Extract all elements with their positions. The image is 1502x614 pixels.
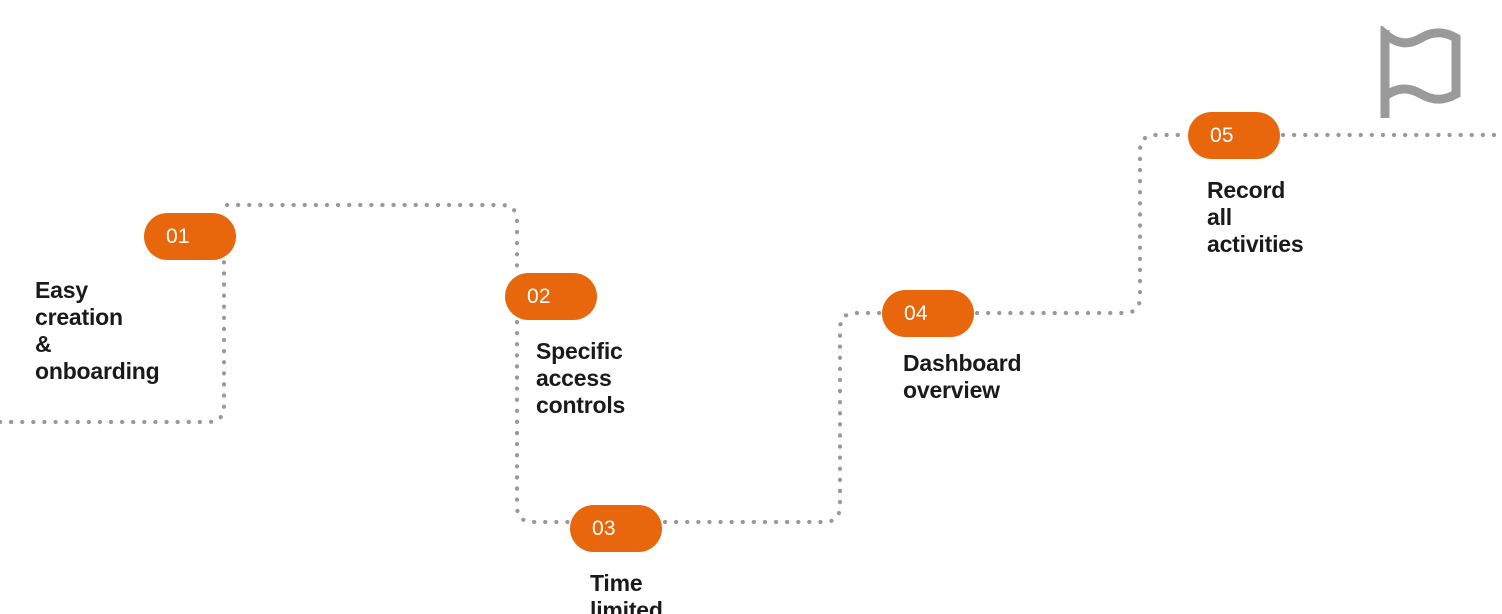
connector-segment-01-02	[224, 202, 520, 275]
step-label-04: Dashboard overview	[903, 350, 1022, 403]
step-label-03: Time limited access	[590, 570, 663, 614]
step-label-01: Easy creation & onboarding	[35, 277, 160, 384]
step-label-05: Record all activities	[1207, 177, 1304, 257]
step-badge-03[interactable]: 03	[570, 505, 662, 552]
connector-segment-03-04	[662, 310, 883, 525]
step-badge-04[interactable]: 04	[882, 290, 974, 337]
step-label-02: Specific access controls	[536, 338, 626, 418]
connector-segment-start	[0, 259, 227, 425]
connector-segment-02-03	[514, 319, 571, 525]
connector-segment-04-05	[974, 132, 1189, 316]
flag-icon	[1380, 26, 1461, 118]
step-badge-01[interactable]: 01	[144, 213, 236, 260]
step-badge-05[interactable]: 05	[1188, 112, 1280, 159]
step-badge-02[interactable]: 02	[505, 273, 597, 320]
